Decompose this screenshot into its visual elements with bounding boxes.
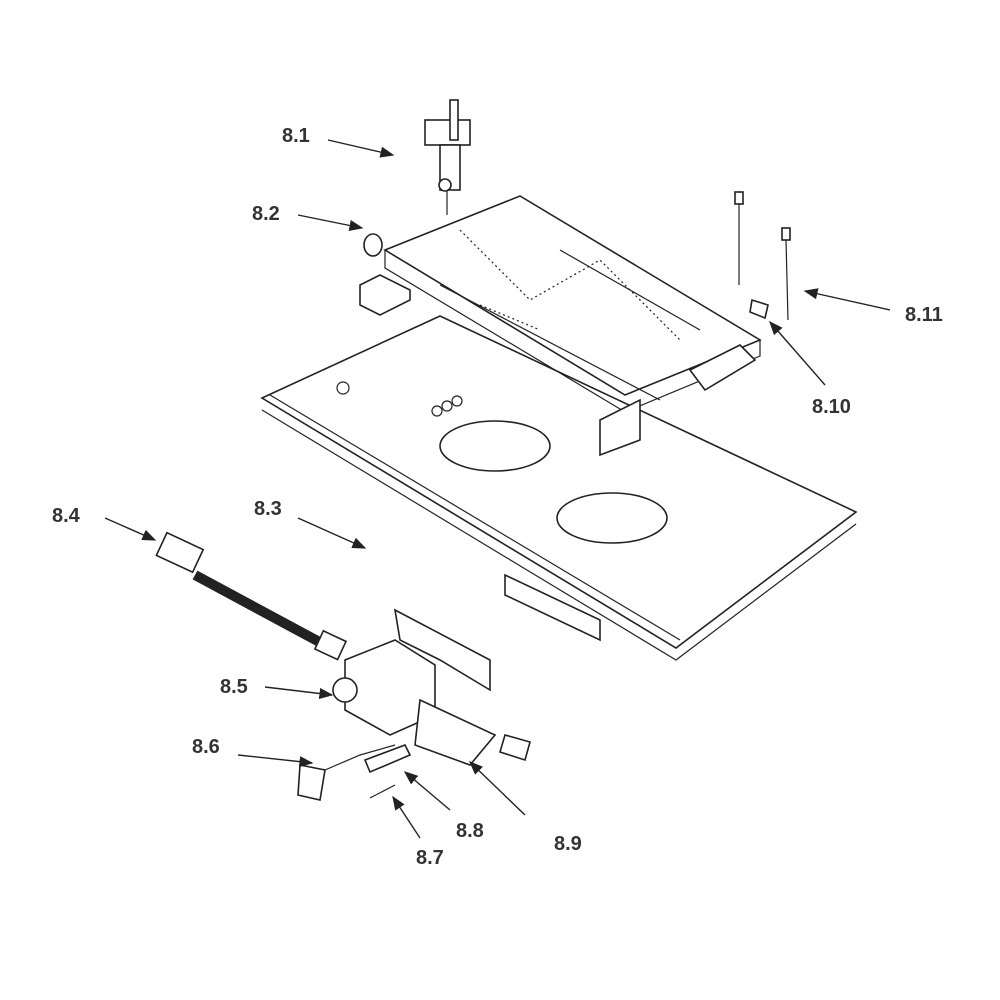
- thermocouple-wires: [734, 191, 791, 321]
- callout-8-1: 8.1: [282, 125, 310, 147]
- callout-8-10: 8.10: [812, 396, 851, 418]
- burner-tray: [260, 315, 858, 661]
- pilot-assembly: [424, 99, 471, 215]
- callout-8-7: 8.7: [416, 847, 444, 869]
- burner-plate: [359, 195, 762, 457]
- switch-harness: [297, 764, 326, 801]
- regulator-part: [363, 743, 412, 774]
- flex-hose: [155, 531, 348, 661]
- callout-8-3: 8.3: [254, 498, 282, 520]
- callout-8-8: 8.8: [456, 820, 484, 842]
- wire-lead: [369, 784, 396, 799]
- callout-8-5: 8.5: [220, 676, 248, 698]
- callout-8-11: 8.11: [905, 304, 943, 326]
- callout-8-4: 8.4: [52, 505, 81, 527]
- callout-8-9: 8.9: [554, 833, 582, 855]
- gas-valve: [332, 639, 497, 766]
- callout-8-6: 8.6: [192, 736, 220, 758]
- gas-tube: [383, 538, 632, 767]
- valve-bracket: [393, 608, 491, 692]
- igniter: [363, 233, 383, 257]
- callout-arrows: [104, 139, 891, 839]
- callout-8-2: 8.2: [252, 203, 280, 225]
